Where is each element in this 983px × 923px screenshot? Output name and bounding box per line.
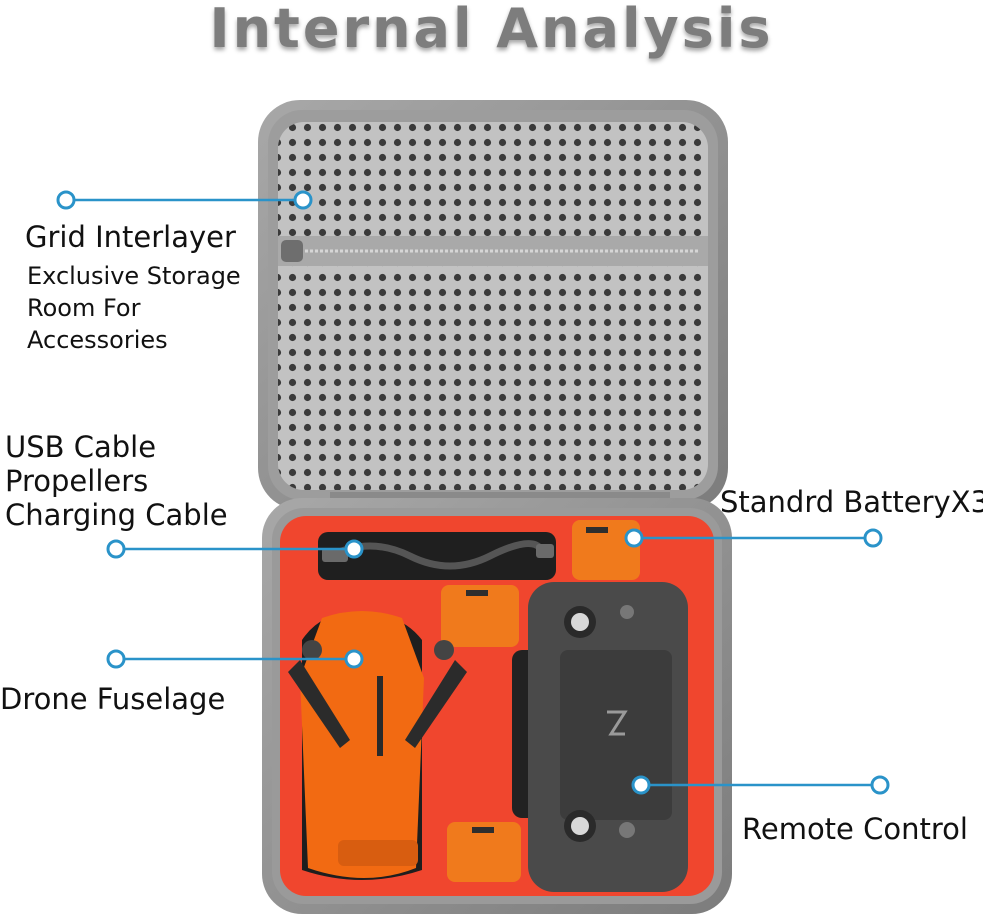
- case-base: [262, 498, 732, 914]
- usb-cable-label: USB Cable Propellers Charging Cable: [5, 430, 228, 532]
- grid-mesh-panel: [278, 122, 708, 490]
- drone-fuselage: [288, 611, 467, 878]
- callout-connectors: [56, 190, 890, 795]
- page-title: Internal Analysis: [209, 0, 774, 60]
- grid-interlayer-description: Exclusive Storage Room For Accessories: [27, 260, 241, 356]
- zipper-pull-icon: [281, 240, 303, 262]
- usb-label-line: Charging Cable: [5, 498, 228, 532]
- usb-label-line: USB Cable: [5, 430, 157, 464]
- battery-middle: [441, 585, 519, 647]
- drone-fuselage-label: Drone Fuselage: [0, 682, 226, 716]
- usb-label-line: Propellers: [5, 464, 149, 498]
- battery-label: Standrd BatteryX3: [720, 485, 983, 519]
- grid-desc-line: Room For: [27, 294, 141, 322]
- grid-desc-line: Accessories: [27, 326, 168, 354]
- battery-bottom: [447, 822, 521, 882]
- case-lid: [258, 100, 728, 510]
- grid-interlayer-label: Grid Interlayer: [25, 220, 236, 254]
- grid-desc-line: Exclusive Storage: [27, 262, 241, 290]
- battery-top: [572, 520, 640, 580]
- remote-control: [528, 582, 688, 892]
- remote-control-label: Remote Control: [742, 812, 968, 846]
